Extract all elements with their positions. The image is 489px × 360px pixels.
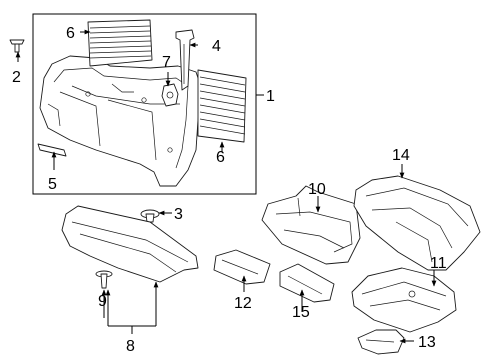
upper-shutter-louvers <box>87 19 153 67</box>
small-underbody-shield <box>357 329 405 355</box>
callout-13: 13 <box>418 334 436 351</box>
callout-7: 7 <box>162 54 171 71</box>
callout-12: 12 <box>234 295 252 312</box>
assembly-frame <box>32 13 257 195</box>
callout-9: 9 <box>98 293 107 310</box>
shield-bolt <box>95 270 113 289</box>
shutter-housing <box>39 55 203 187</box>
push-pin-clip <box>9 39 25 53</box>
shutter-actuator <box>161 83 179 107</box>
lower-splash-shield <box>61 205 199 283</box>
callout-5: 5 <box>48 176 57 193</box>
transmission-skid-plate <box>351 267 457 333</box>
engine-underbody-shield <box>353 175 481 271</box>
callout-15: 15 <box>292 304 310 321</box>
callout-4: 4 <box>212 38 221 55</box>
callout-10: 10 <box>308 181 326 198</box>
retainer-clip <box>37 143 67 157</box>
push-retainer <box>140 209 160 223</box>
shield-bracket-plate <box>213 249 271 285</box>
reinforcement-plate <box>279 263 335 303</box>
callout-1: 1 <box>266 88 275 105</box>
callout-14: 14 <box>392 147 410 164</box>
callout-3: 3 <box>174 206 183 223</box>
callout-2: 2 <box>12 69 21 86</box>
callout-6-upper: 6 <box>66 25 75 42</box>
callout-8: 8 <box>126 338 135 355</box>
callout-11: 11 <box>430 255 447 272</box>
skid-bracket <box>261 185 361 265</box>
lower-shutter-louvers <box>197 69 247 143</box>
callout-6-lower: 6 <box>216 149 225 166</box>
